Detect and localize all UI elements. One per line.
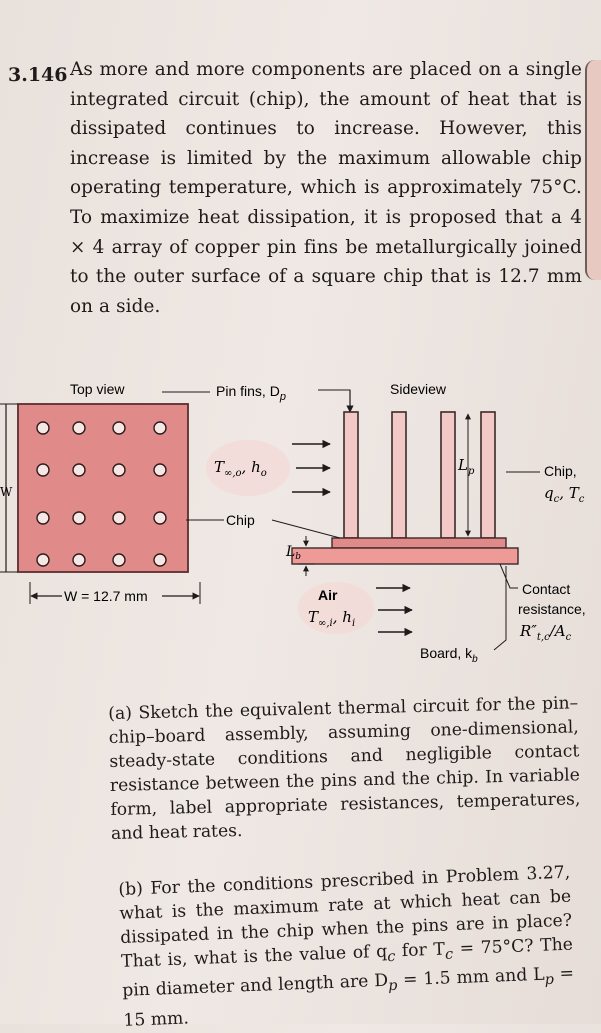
outer-air-region: [206, 440, 290, 496]
contact-label-1: Contact: [522, 581, 570, 597]
chip-label-right: Chip,: [544, 463, 577, 479]
chip-label-center: Chip: [226, 512, 255, 528]
inner-air-title: Air: [318, 587, 338, 603]
w-label: W: [0, 485, 13, 499]
outer-flow-arrows: [292, 439, 331, 497]
part-b-text-2: for T: [394, 939, 446, 962]
problem-number: 3.146: [8, 64, 68, 86]
board-label: Board, kb: [420, 645, 478, 665]
side-view-label: Sideview: [390, 381, 447, 397]
lp-label: Lp: [457, 456, 475, 477]
page-edge-decoration: [585, 60, 601, 280]
side-view-chip: [331, 537, 507, 549]
contact-resistance-label: R″t,c/Ac: [519, 622, 572, 643]
problem-statement: As more and more components are placed o…: [70, 59, 582, 317]
side-view-fins: [343, 411, 496, 539]
w-dimension-label: W = 12.7 mm: [64, 588, 148, 604]
part-b-label: (b): [118, 879, 144, 900]
part-b: (b) For the conditions prescribed in Pro…: [118, 861, 576, 1033]
side-view-board: [291, 547, 519, 565]
pin-fins-label: Pin fins, Dp: [216, 383, 286, 403]
outer-air-label: T∞,o, ho: [214, 458, 267, 479]
part-a: (a) Sketch the equivalent thermal circui…: [108, 691, 581, 846]
contact-label-2: resistance,: [518, 601, 586, 617]
inner-flow-arrows: [376, 583, 413, 637]
chip-vars-label: qc, Tc: [544, 484, 585, 505]
lb-label: Lb: [285, 544, 301, 562]
top-view-label: Top view: [70, 381, 125, 397]
inner-air-region: [298, 582, 374, 634]
part-a-text: Sketch the equivalent thermal circuit fo…: [108, 693, 581, 844]
pin-fin-figure: Top view W W = 12.7 mm Pin fins, Dp Side…: [0, 381, 586, 665]
pin-array: [36, 421, 167, 567]
inner-air-label: T∞,i, hi: [308, 608, 355, 629]
part-a-label: (a): [108, 703, 133, 724]
part-b-text-4: = 1.5 mm and L: [396, 965, 545, 991]
